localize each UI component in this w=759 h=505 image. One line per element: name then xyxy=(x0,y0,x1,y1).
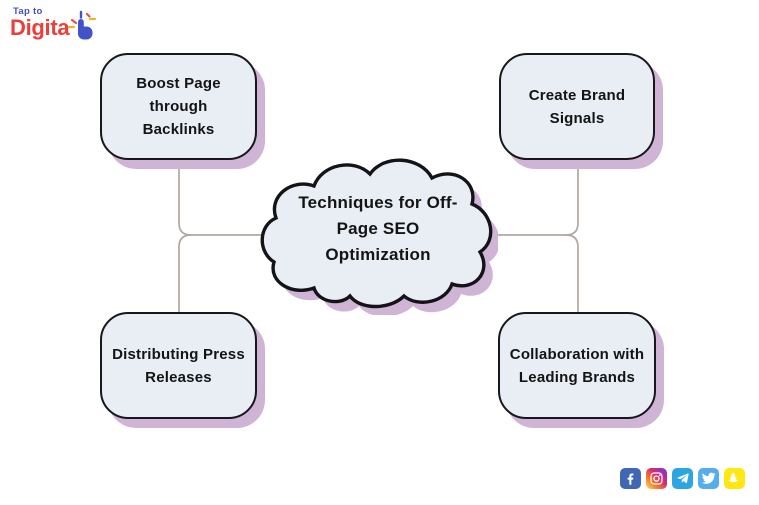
twitter-icon[interactable] xyxy=(698,468,719,489)
logo-tagline: Tap to xyxy=(13,6,43,17)
node-label: Create Brand Signals xyxy=(528,86,626,127)
node-label: Distributing Press Releases xyxy=(112,345,245,386)
connector-bottom-left xyxy=(178,234,192,315)
snapchat-icon[interactable] xyxy=(724,468,745,489)
cloud-body xyxy=(260,158,493,309)
node-create-brand-signals: Create Brand Signals xyxy=(499,53,655,160)
instagram-icon[interactable] xyxy=(646,468,667,489)
tap-hand-icon xyxy=(68,10,97,40)
logo-brand-text: Digita xyxy=(10,15,70,40)
connector-bottom-right xyxy=(565,234,579,315)
social-icons-row xyxy=(620,468,745,489)
node-label: Boost Page through Backlinks xyxy=(136,75,221,138)
node-label: Collaboration with Leading Brands xyxy=(509,345,645,386)
telegram-icon[interactable] xyxy=(672,468,693,489)
center-cloud-shape xyxy=(260,158,498,315)
node-boost-page-through-backlinks: Boost Page through Backlinks xyxy=(100,53,257,160)
brand-logo: Tap to Digita xyxy=(10,6,98,41)
facebook-icon[interactable] xyxy=(620,468,641,489)
node-distributing-press-releases: Distributing Press Releases xyxy=(100,312,257,419)
node-collaboration-with-leading-brands: Collaboration with Leading Brands xyxy=(498,312,656,419)
